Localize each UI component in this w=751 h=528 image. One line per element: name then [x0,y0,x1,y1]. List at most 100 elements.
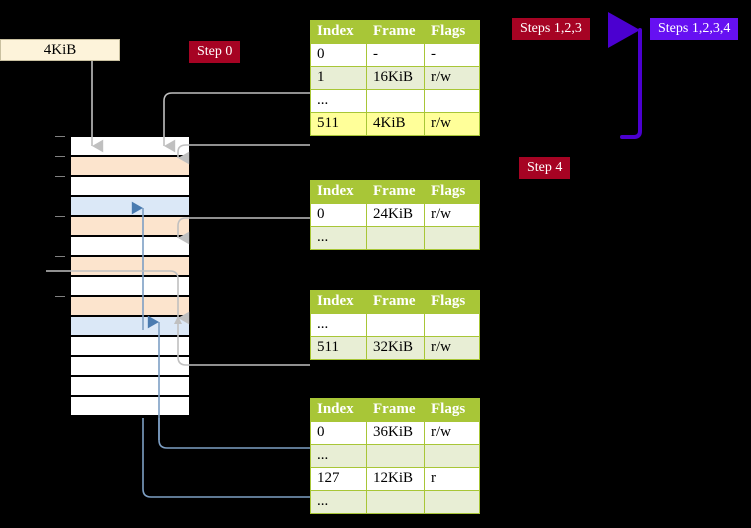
cell-index: 0 [310,203,367,227]
cell-frame: 36KiB [366,421,425,445]
cell-index: 511 [310,112,367,136]
table-row: ... [310,313,480,337]
column-header-flags: Flags [424,20,480,44]
column-header-flags: Flags [424,398,480,422]
column-header-frame: Frame [366,398,425,422]
cell-frame [366,444,425,468]
memory-row-tick [55,176,65,177]
memory-row [70,336,190,356]
table-header-row: Index Frame Flags [310,180,480,204]
memory-size-label: 4KiB [43,42,77,58]
cell-flags: r/w [424,203,480,227]
column-header-index: Index [310,180,367,204]
cell-flags: r [424,467,480,491]
cell-flags [424,444,480,468]
column-header-index: Index [310,398,367,422]
table-header-row: Index Frame Flags [310,290,480,314]
cell-frame: 12KiB [366,467,425,491]
cell-frame: - [366,43,425,67]
memory-row [70,256,190,276]
wire-table4-row0-to-memory [158,418,310,449]
memory-row-tick [55,156,65,157]
cell-frame: 16KiB [366,66,425,90]
cell-frame [366,313,425,337]
table-row: ... [310,89,480,113]
cell-index: 1 [310,66,367,90]
table-row: 0-- [310,43,480,67]
table-row: ... [310,490,480,514]
bracket-steps-purple [608,12,642,139]
cell-index: 127 [310,467,367,491]
cell-index: ... [310,313,367,337]
memory-row-tick [55,256,65,257]
cell-frame [366,89,425,113]
memory-row [70,296,190,316]
memory-size-box: 4KiB [0,39,120,61]
cell-index: ... [310,490,367,514]
cell-flags [424,313,480,337]
memory-row-tick [55,136,65,137]
memory-row [70,216,190,236]
table-row: ... [310,226,480,250]
badge-step-4: Step 4 [519,157,571,179]
cell-index: 511 [310,336,367,360]
column-header-frame: Frame [366,180,425,204]
memory-row [70,156,190,176]
badge-steps-1-2-3-4: Steps 1,2,3,4 [650,18,739,40]
badge-steps-1-2-3: Steps 1,2,3 [512,18,590,40]
column-header-frame: Frame [366,290,425,314]
memory-row [70,376,190,396]
column-header-index: Index [310,290,367,314]
badge-step-0: Step 0 [189,41,241,63]
memory-row [70,276,190,296]
cell-frame [366,490,425,514]
cell-index: ... [310,444,367,468]
cell-index: ... [310,226,367,250]
column-header-frame: Frame [366,20,425,44]
memory-grid [55,136,190,416]
cell-frame: 32KiB [366,336,425,360]
memory-row [70,136,190,156]
cell-flags: r/w [424,112,480,136]
cell-flags [424,490,480,514]
cell-index: 0 [310,43,367,67]
cell-flags: r/w [424,336,480,360]
memory-row [70,176,190,196]
memory-row-tick [55,296,65,297]
wire-table4-row127-to-memory [142,418,310,498]
wire-table2-row0-to-memory [177,217,310,245]
column-header-index: Index [310,20,367,44]
column-header-flags: Flags [424,180,480,204]
memory-row [70,316,190,336]
cell-frame: 4KiB [366,112,425,136]
table-row: ... [310,444,480,468]
cell-index: ... [310,89,367,113]
memory-row [70,356,190,376]
memory-row-tick [55,216,65,217]
memory-row [70,196,190,216]
wire-table1-row511-to-memory [177,144,310,165]
column-header-flags: Flags [424,290,480,314]
cell-flags [424,89,480,113]
table-header-row: Index Frame Flags [310,20,480,44]
cell-flags [424,226,480,250]
cell-frame [366,226,425,250]
memory-row [70,236,190,256]
cell-index: 0 [310,421,367,445]
table-header-row: Index Frame Flags [310,398,480,422]
